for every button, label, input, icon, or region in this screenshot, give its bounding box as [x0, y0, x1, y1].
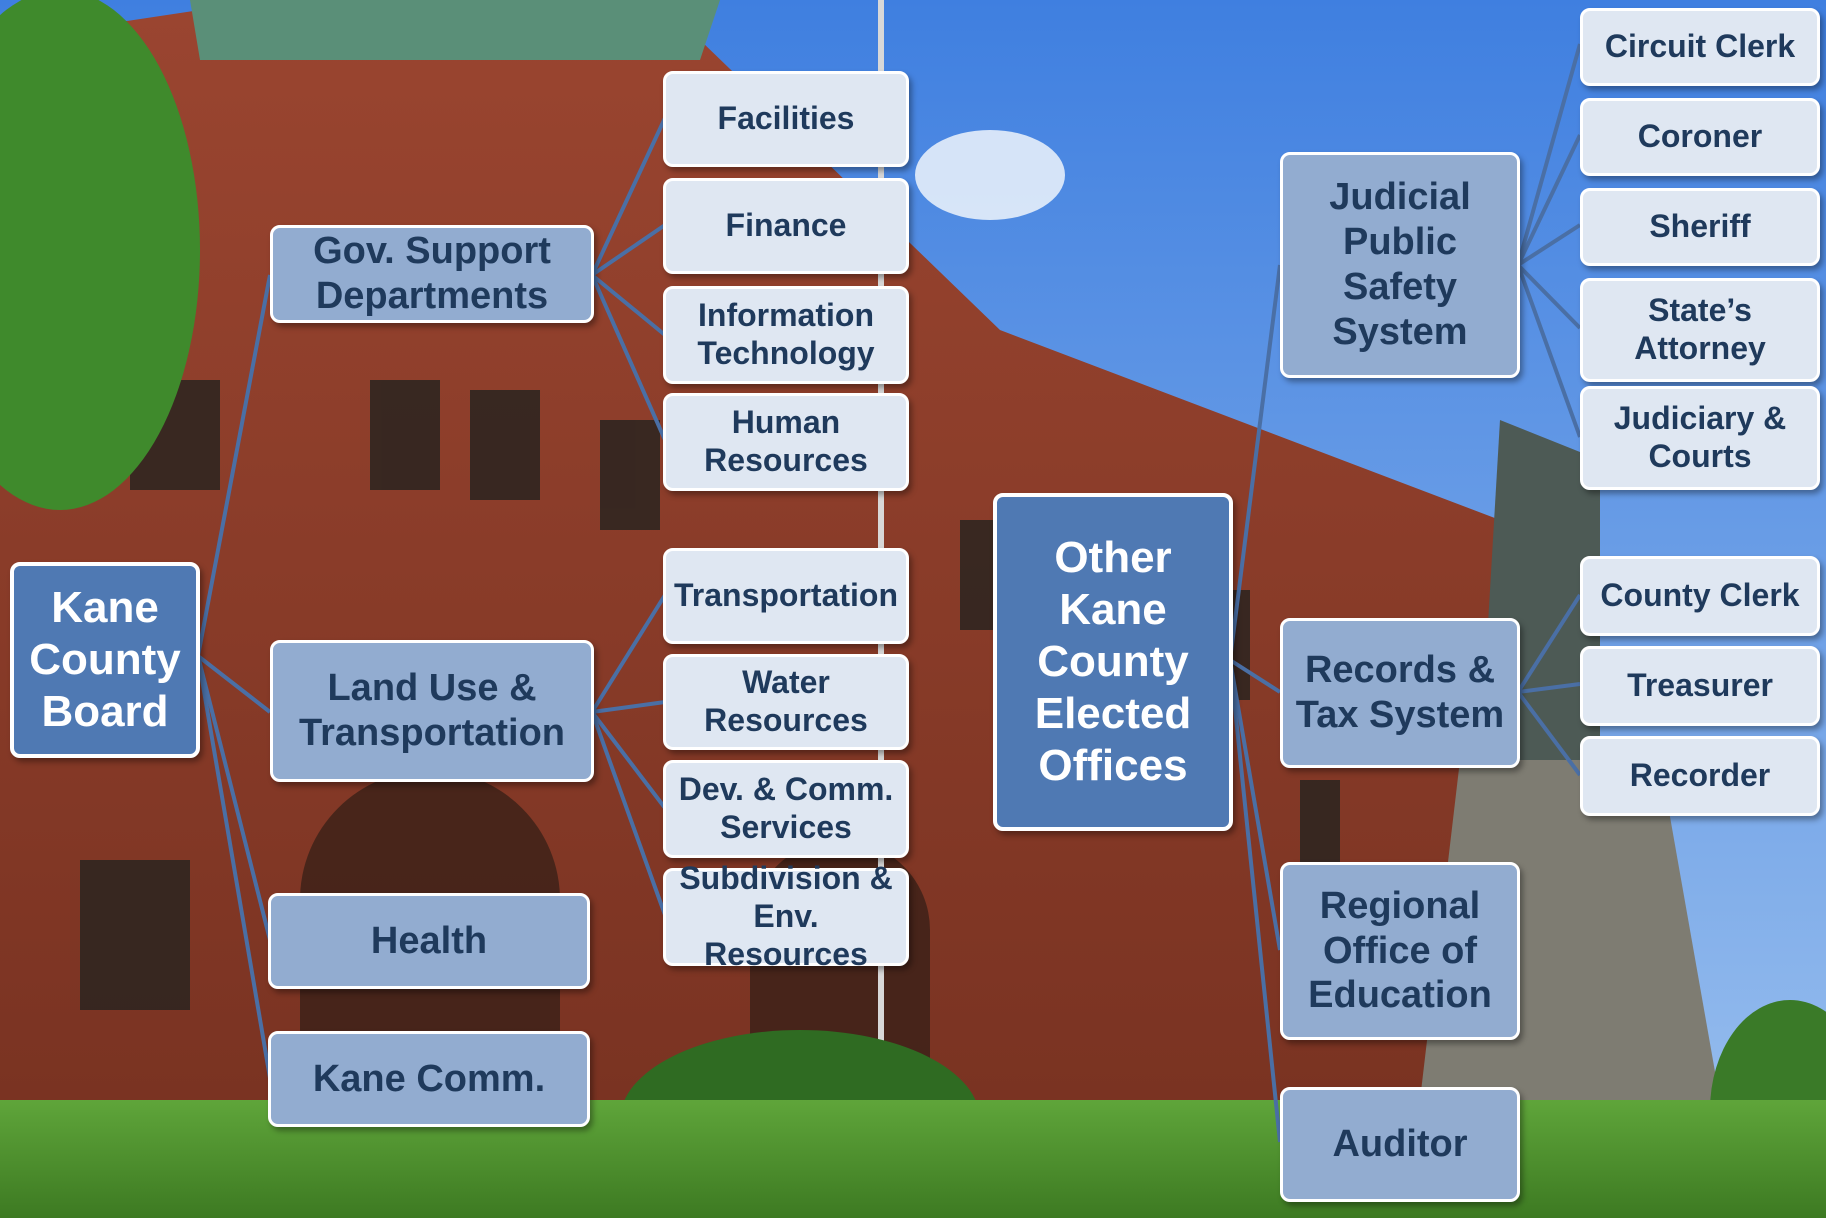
connector-records-treasurer [1517, 682, 1581, 694]
treasurer-box: Treasurer [1580, 646, 1820, 726]
recorder-box: Recorder [1580, 736, 1820, 816]
subdivision-env-resources-box: Subdivision & Env. Resources [663, 860, 909, 972]
connector-other-regional [1228, 659, 1282, 951]
health-box: Health [268, 893, 590, 989]
connector-judicial-coroner [1516, 134, 1582, 266]
connector-judicial-courts [1516, 264, 1582, 438]
information-technology-box: Information Technology [663, 286, 909, 384]
connector-land-transport [590, 593, 667, 714]
connector-judicial-sheriff [1516, 223, 1582, 267]
states-attorney-box: State’s Attorney [1580, 278, 1820, 382]
connector-judicial-circuit [1516, 43, 1582, 266]
auditor-box: Auditor [1280, 1087, 1520, 1202]
land-use-transportation-box: Land Use & Transportation [270, 640, 594, 782]
circuit-clerk-box: Circuit Clerk [1580, 8, 1820, 86]
connector-judicial-states [1516, 263, 1582, 330]
connector-gov-hr [590, 274, 667, 441]
connector-records-recorder [1516, 690, 1582, 777]
connector-root-kanecomm [196, 655, 272, 1079]
connector-root-health [196, 655, 272, 941]
connector-other-judicial [1228, 264, 1282, 661]
records-tax-system-box: Records & Tax System [1280, 618, 1520, 768]
connector-other-auditor [1228, 659, 1282, 1143]
connector-land-subdivision [590, 711, 667, 916]
transportation-box: Transportation [663, 548, 909, 644]
judiciary-courts-box: Judiciary & Courts [1580, 386, 1820, 490]
dev-comm-services-box: Dev. & Comm. Services [663, 760, 909, 858]
connector-gov-facilities [590, 117, 667, 276]
other-elected-offices-box: Other Kane County Elected Offices [993, 493, 1233, 831]
connector-gov-it [590, 273, 667, 337]
regional-office-education-box: Regional Office of Education [1280, 862, 1520, 1040]
human-resources-box: Human Resources [663, 393, 909, 491]
kane-county-board-box: Kane County Board [10, 562, 200, 758]
water-resources-box: Water Resources [663, 654, 909, 750]
county-clerk-box: County Clerk [1580, 556, 1820, 636]
coroner-box: Coroner [1580, 98, 1820, 176]
judicial-public-safety-box: Judicial Public Safety System [1280, 152, 1520, 378]
connector-root-land [196, 654, 272, 714]
connector-records-clerk [1516, 593, 1582, 694]
connector-other-records [1228, 658, 1282, 694]
sheriff-box: Sheriff [1580, 188, 1820, 266]
connector-land-water [591, 700, 666, 714]
connector-land-dev [590, 710, 667, 810]
gov-support-departments-box: Gov. Support Departments [270, 225, 594, 323]
facilities-box: Facilities [663, 71, 909, 167]
connector-gov-finance [590, 223, 667, 277]
finance-box: Finance [663, 178, 909, 274]
kane-comm-box: Kane Comm. [268, 1031, 590, 1127]
connector-root-gov [196, 274, 272, 657]
